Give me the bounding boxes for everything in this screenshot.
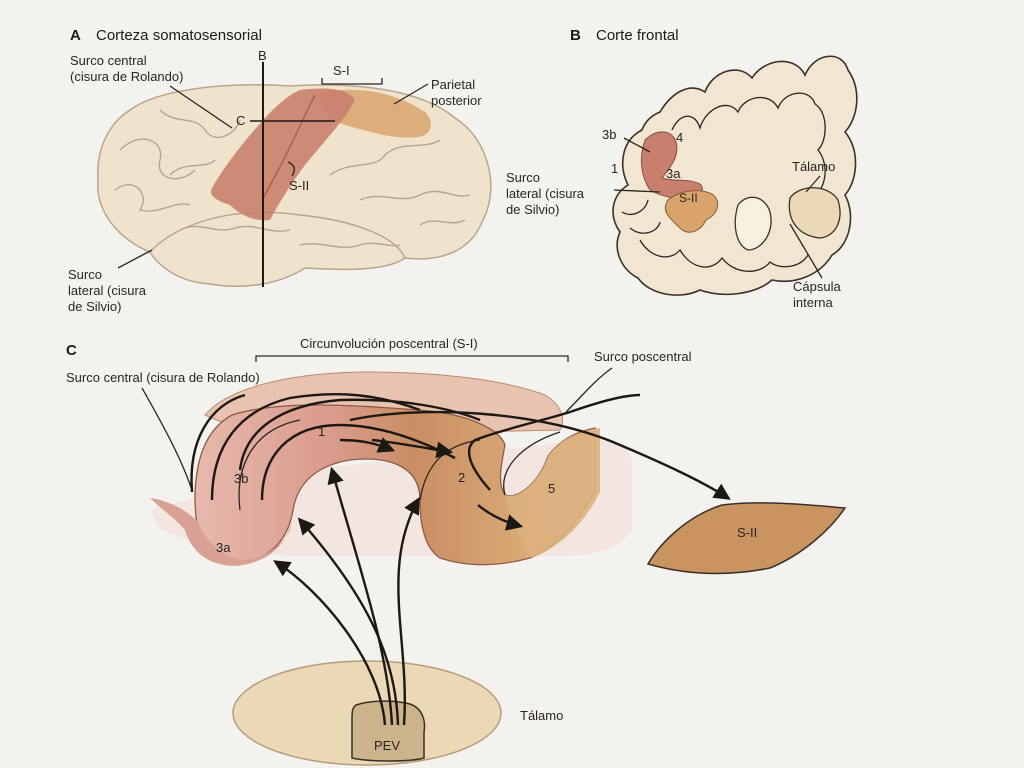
label-capsule-line1: Cápsula	[793, 279, 841, 294]
marker-b: B	[258, 48, 267, 63]
label-area-2: 2	[458, 470, 465, 485]
panel-b: B Corte frontal 3b 4 1 3a S-II Tálamo Su…	[506, 27, 858, 310]
label-area-3a: 3a	[216, 540, 231, 555]
s2-area-box	[646, 502, 847, 575]
panel-a-letter: A	[70, 27, 81, 44]
panel-a-title: Corteza somatosensorial	[96, 27, 262, 44]
label-lateral-sulcus-line1: Surco	[506, 170, 540, 185]
label-pev: PEV	[374, 738, 400, 753]
label-s1: S-I	[333, 63, 350, 78]
label-central-sulcus-line1: Surco central	[70, 53, 147, 68]
coronal-s2-region	[664, 190, 719, 233]
label-lateral-sulcus-line2: lateral (cisura	[506, 186, 585, 201]
label-central-sulcus: Surco central (cisura de Rolando)	[66, 370, 260, 385]
label-area-4: 4	[676, 130, 683, 145]
label-parietal-line2: posterior	[431, 93, 482, 108]
label-postcentral-sulcus: Surco poscentral	[594, 349, 692, 364]
label-thalamus: Tálamo	[520, 708, 563, 723]
label-central-sulcus-line2: (cisura de Rolando)	[70, 69, 183, 84]
label-lateral-sulcus-line1: Surco	[68, 267, 102, 282]
pev-nucleus	[351, 700, 426, 762]
label-s2: S-II	[289, 178, 309, 193]
label-parietal-line1: Parietal	[431, 77, 475, 92]
area-3a-region	[150, 498, 292, 566]
label-area-1: 1	[611, 161, 618, 176]
label-postcentral-gyrus: Circunvolución poscentral (S-I)	[300, 336, 478, 351]
panel-b-title: Corte frontal	[596, 27, 679, 44]
panel-b-letter: B	[570, 27, 581, 44]
panel-c-letter: C	[66, 342, 77, 359]
label-s2: S-II	[737, 525, 757, 540]
label-area-3b: 3b	[602, 127, 616, 142]
label-area-5: 5	[548, 481, 555, 496]
label-s2: S-II	[679, 191, 698, 205]
area-5-region	[505, 428, 600, 558]
coronal-s1-region	[640, 131, 703, 199]
panel-a: A Corteza somatosensorial B C S-I Surco …	[68, 27, 492, 314]
label-lateral-sulcus-line3: de Silvio)	[506, 202, 559, 217]
coronal-section-outline	[612, 55, 858, 296]
coronal-thalamus	[788, 187, 841, 239]
label-area-3b: 3b	[234, 471, 248, 486]
label-area-1: 1	[318, 424, 325, 439]
marker-c: C	[236, 113, 245, 128]
label-lateral-sulcus-line2: lateral (cisura	[68, 283, 147, 298]
label-capsule-line2: interna	[793, 295, 834, 310]
panel-c: C Circunvolución poscentral (S-I) Surco …	[66, 336, 847, 766]
label-area-3a: 3a	[666, 166, 681, 181]
label-lateral-sulcus-line3: de Silvio)	[68, 299, 121, 314]
label-thalamus: Tálamo	[792, 159, 835, 174]
